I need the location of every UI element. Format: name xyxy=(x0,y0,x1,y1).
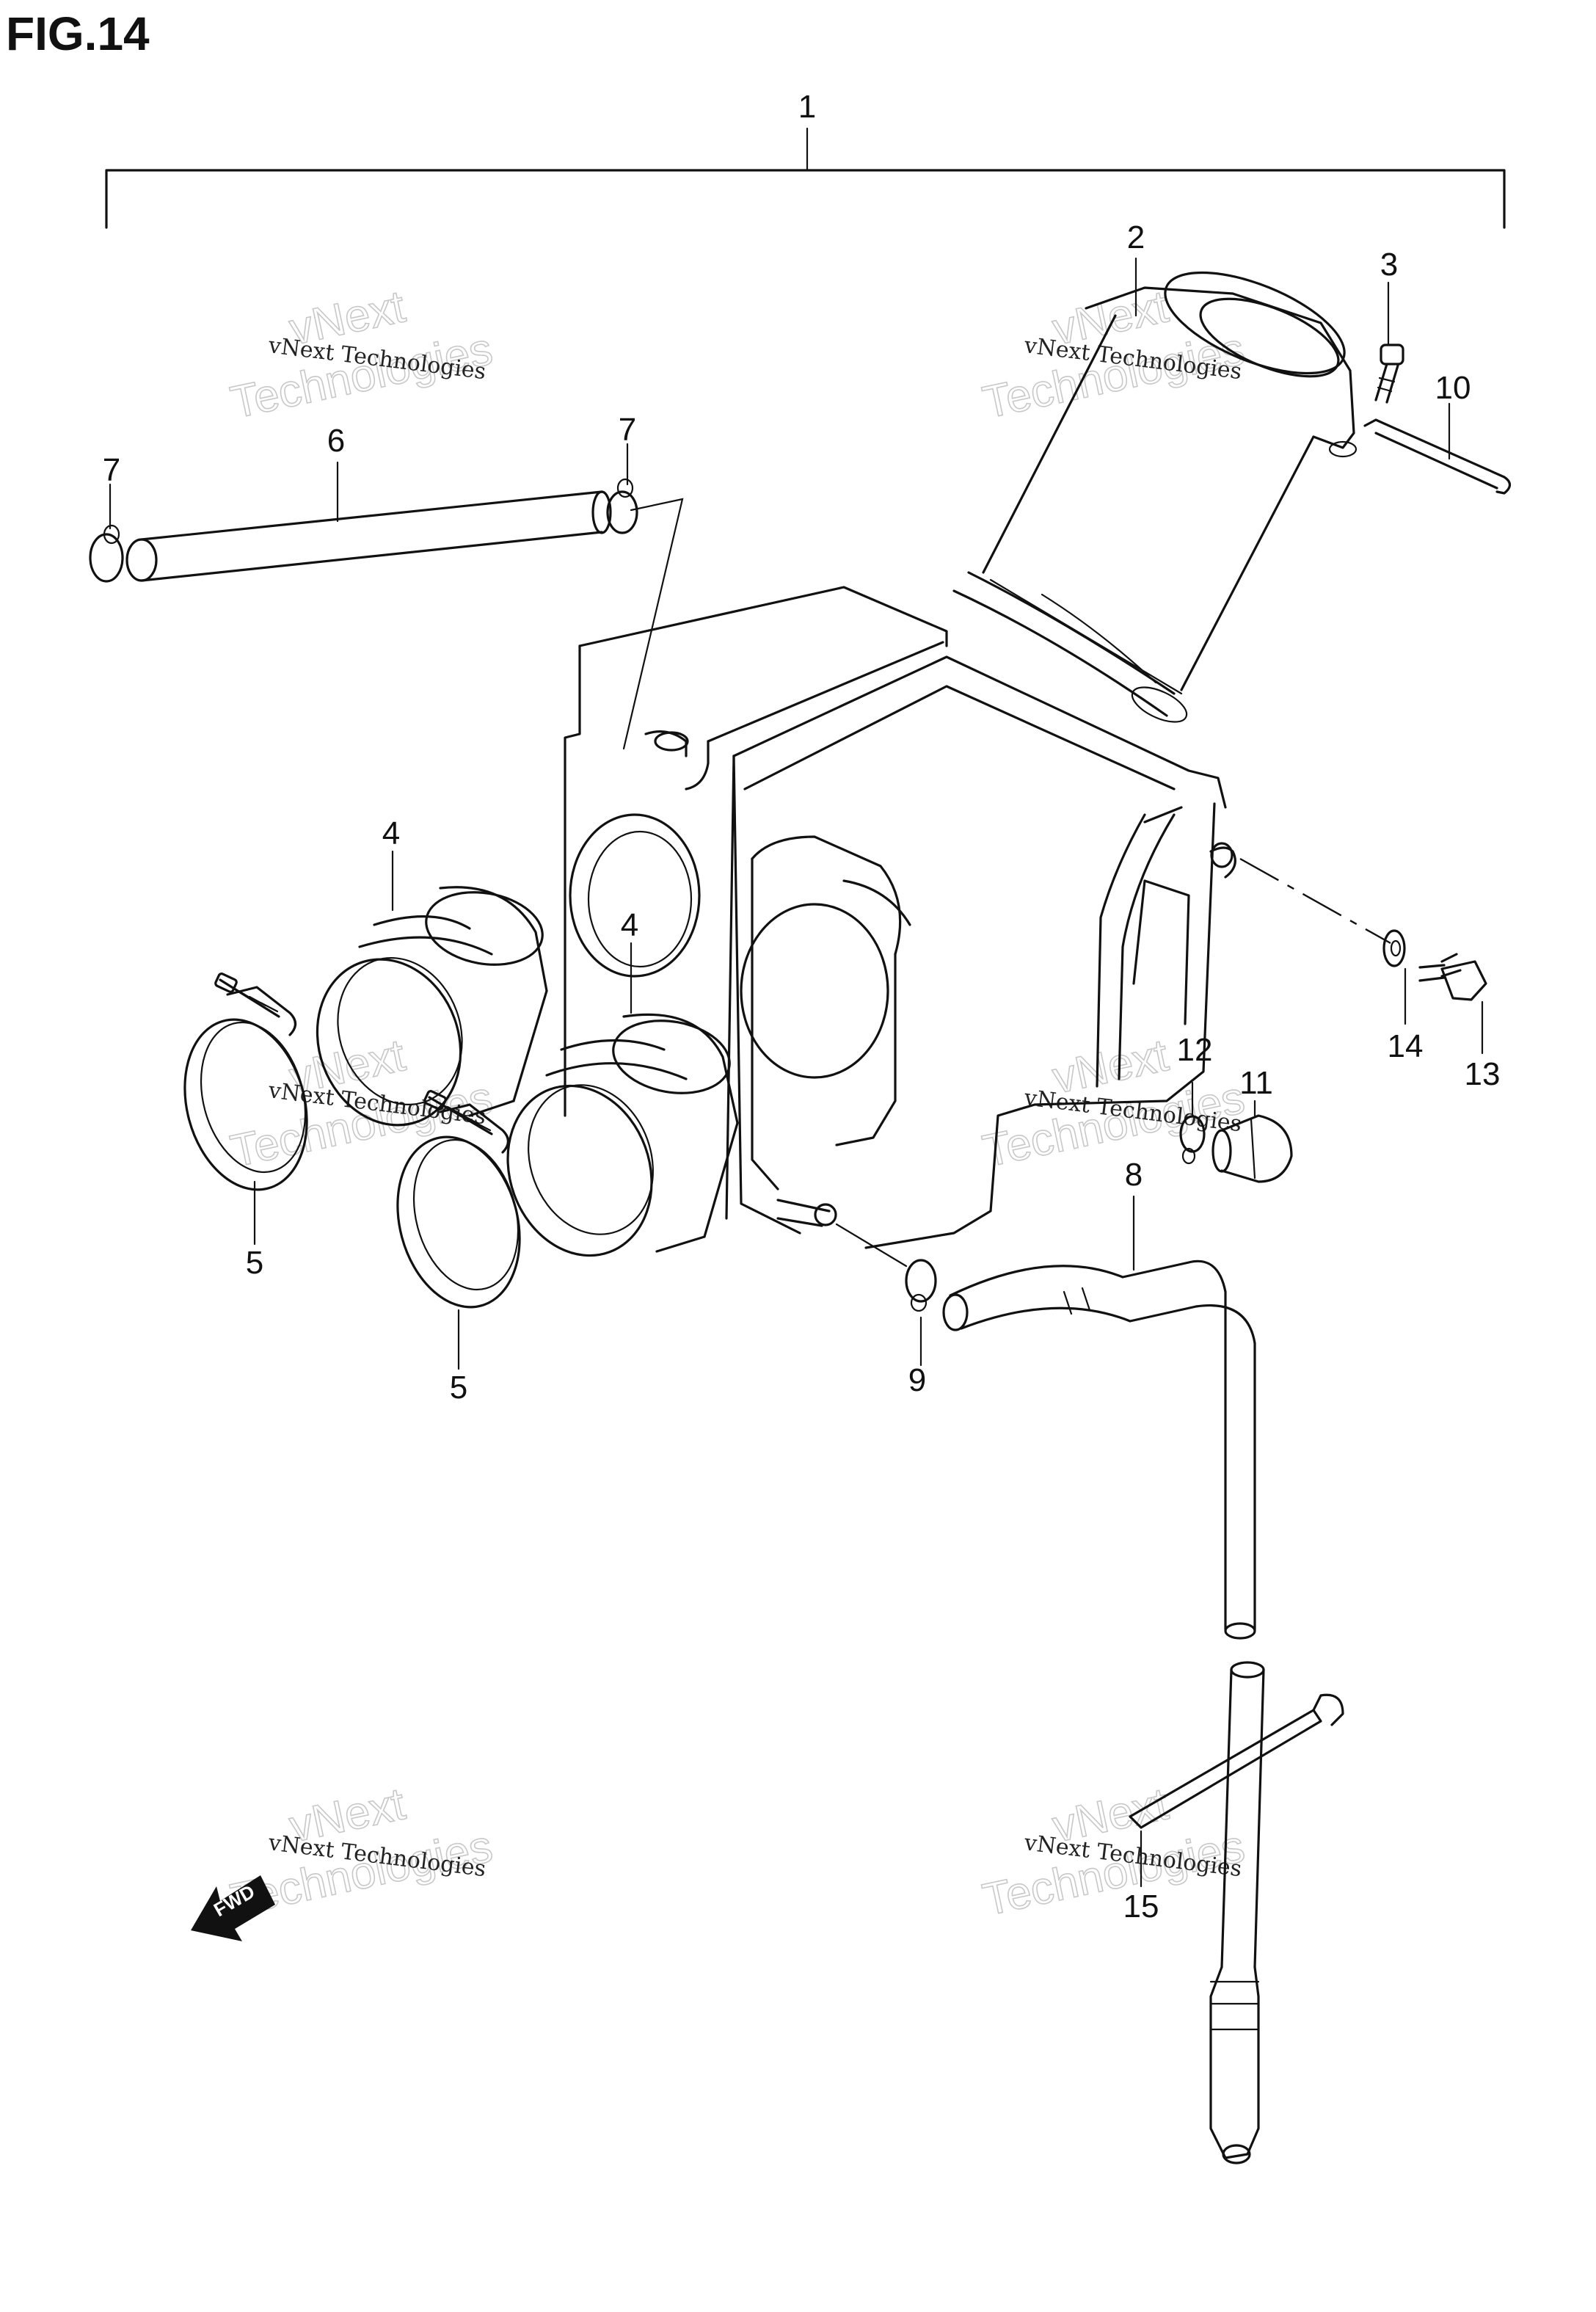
callout-7-left: 7 xyxy=(103,452,120,488)
air-cleaner-box xyxy=(564,586,1236,1249)
assembly-bracket xyxy=(105,127,1506,229)
bolt-13 xyxy=(1418,953,1487,1001)
callout-12: 12 xyxy=(1177,1032,1213,1068)
callout-4-right: 4 xyxy=(621,907,638,943)
figure-title: FIG.14 xyxy=(6,7,150,60)
drain-hose-8 xyxy=(942,1259,1256,1640)
callout-1: 1 xyxy=(798,89,816,125)
callout-15: 15 xyxy=(1123,1889,1159,1924)
intake-boot-4-right xyxy=(506,1013,739,1257)
drain-cap-11 xyxy=(1211,1114,1293,1183)
hose-clamp-9 xyxy=(905,1259,937,1312)
watermark-1: vNext Technologies vNext Technologies xyxy=(226,280,498,429)
breather-tube xyxy=(125,490,612,582)
tube-clamp-7-right xyxy=(606,478,638,534)
callout-5-left: 5 xyxy=(246,1245,263,1281)
leader-lines xyxy=(109,257,1484,1888)
callout-3: 3 xyxy=(1380,247,1398,283)
air-filter-element xyxy=(952,271,1358,723)
callout-9: 9 xyxy=(908,1362,926,1398)
clip-10 xyxy=(1363,418,1512,495)
callout-14: 14 xyxy=(1388,1028,1424,1064)
drain-plug-15 xyxy=(1129,1661,1344,2164)
callout-11: 11 xyxy=(1239,1065,1273,1101)
washer-14 xyxy=(1382,929,1406,967)
intake-boot-4-left xyxy=(316,886,548,1127)
screw-3 xyxy=(1374,343,1404,404)
callout-4-left: 4 xyxy=(382,815,400,851)
callout-2: 2 xyxy=(1127,219,1145,255)
callout-7-right: 7 xyxy=(619,412,636,448)
watermark-3: vNext Technologies vNext Technologies xyxy=(226,1029,498,1177)
callout-5-right: 5 xyxy=(450,1370,467,1406)
callout-8: 8 xyxy=(1125,1157,1143,1193)
watermark-6: vNext Technologies vNext Technologies xyxy=(978,1778,1250,1926)
callout-6: 6 xyxy=(327,423,345,459)
callout-10: 10 xyxy=(1435,370,1471,406)
callout-13: 13 xyxy=(1465,1056,1501,1092)
tube-clamp-7-left xyxy=(89,524,124,583)
hose-clamp-5-left xyxy=(183,973,308,1191)
hose-clamp-5-right xyxy=(396,1090,521,1309)
